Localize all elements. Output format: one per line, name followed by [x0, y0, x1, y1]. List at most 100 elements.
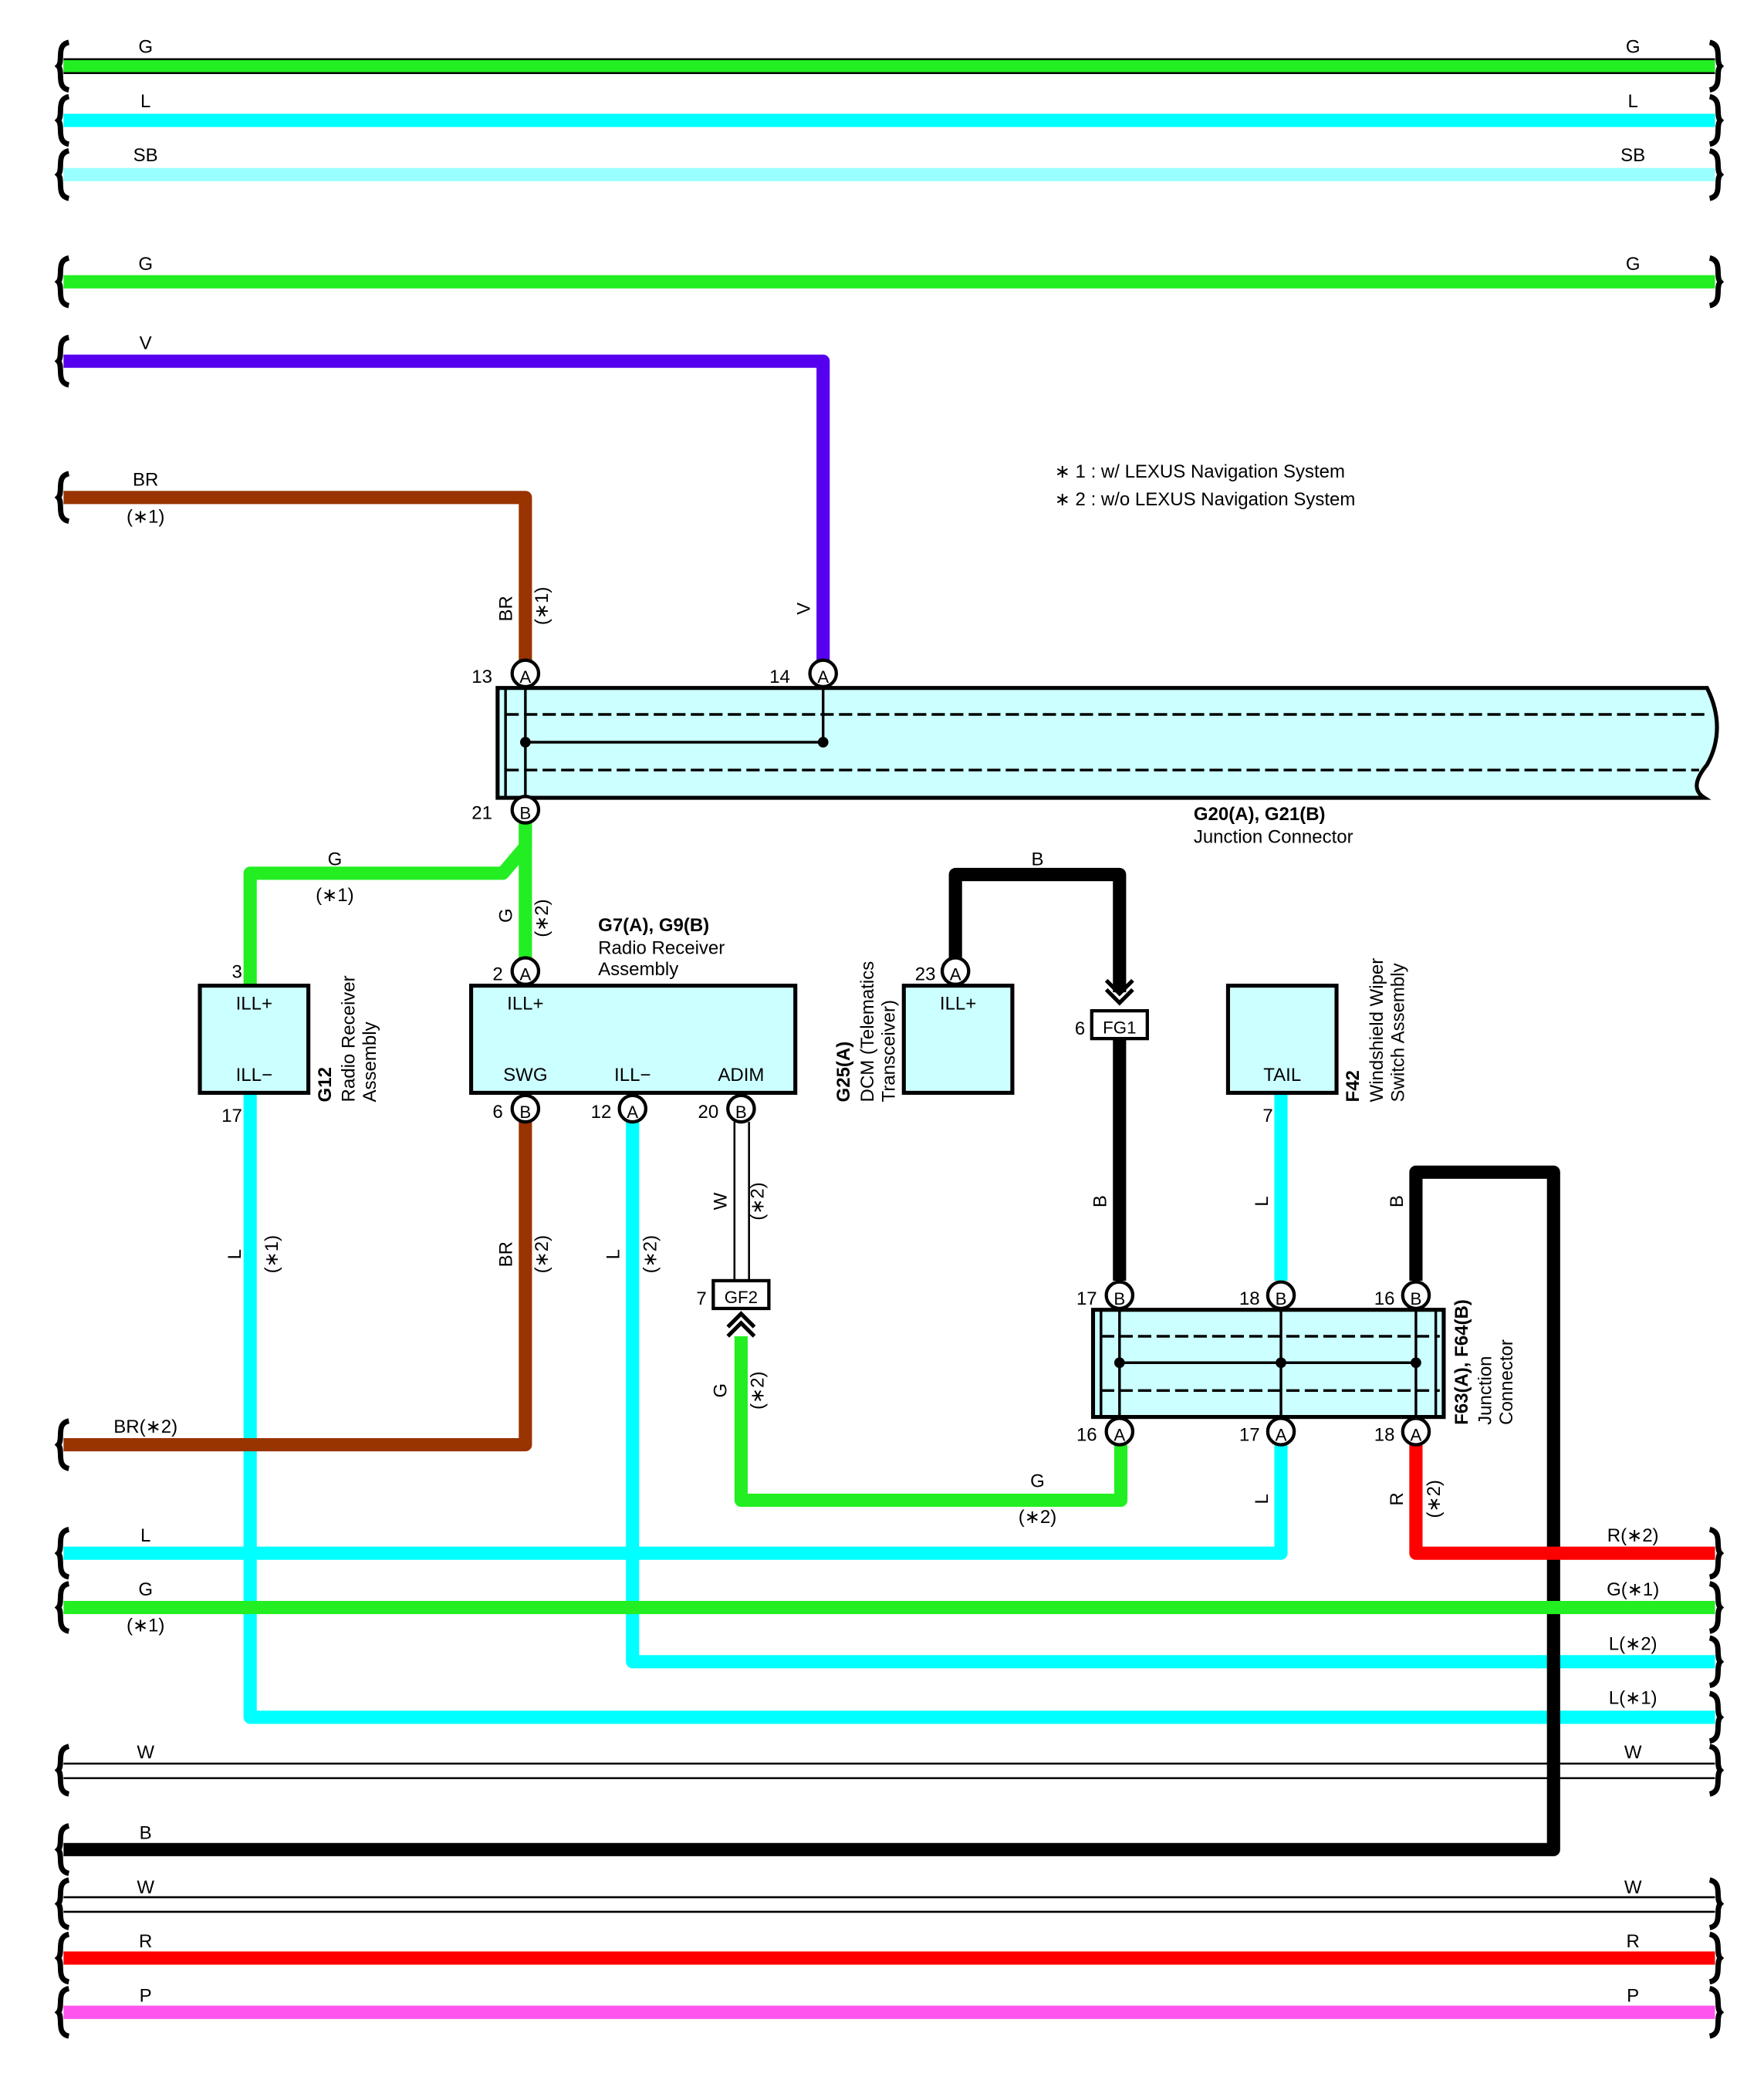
brace-left-top — [54, 148, 70, 201]
label-top-g2-left: G — [138, 254, 153, 275]
wire-br-swg — [63, 1122, 532, 1452]
f63-name2: Connector — [1496, 1339, 1517, 1425]
label-v-left: V — [140, 333, 152, 354]
svg-text:A: A — [627, 1103, 638, 1122]
wire-bottom-w1 — [63, 1762, 1715, 1780]
f42-code: F42 — [1343, 1070, 1364, 1102]
g7-name2: Assembly — [598, 959, 678, 980]
pin-17-g12: 17 — [221, 1106, 242, 1126]
wire-b-16b — [63, 1165, 1560, 1856]
brace-right-bottom — [1708, 1744, 1725, 1797]
label-top-g1-right: G — [1626, 37, 1641, 58]
wire-bottom-w2 — [63, 1896, 1715, 1913]
label-g-radio-note: (∗1) — [316, 885, 353, 906]
f63-name1: Junction — [1475, 1356, 1496, 1424]
label-top-g1-left: G — [138, 37, 153, 58]
svg-text:17: 17 — [1076, 1288, 1097, 1309]
svg-text:16: 16 — [1374, 1288, 1395, 1309]
brace-right-top — [1708, 93, 1725, 147]
note-2: ∗ 2 : w/o LEXUS Navigation System — [1055, 489, 1356, 510]
brace-left-bottom — [54, 1877, 70, 1930]
svg-text:A: A — [519, 667, 531, 687]
label-r-18a: R — [1387, 1492, 1407, 1505]
pin-3-g12: 3 — [232, 961, 242, 982]
svg-text:7: 7 — [696, 1288, 706, 1309]
brace-left-bottom — [54, 1744, 70, 1797]
g7-terminal-ill-plus: ILL+ — [507, 993, 543, 1014]
label-br-left: BR — [133, 469, 158, 490]
dcm-g25-box — [901, 983, 1015, 1096]
svg-text:A: A — [950, 965, 961, 984]
brace-right-bottom — [1708, 1931, 1725, 1985]
f42-terminal-tail: TAIL — [1263, 1065, 1301, 1086]
fg1-label: FG1 — [1103, 1018, 1136, 1037]
svg-text:18: 18 — [1239, 1288, 1260, 1309]
g20-code: G20(A), G21(B) — [1194, 804, 1326, 825]
wire-w-adim — [733, 1122, 750, 1281]
label-l-g12: L — [225, 1249, 245, 1259]
label-bottom-b-left: B — [140, 1823, 152, 1844]
label-b-16b: B — [1387, 1195, 1407, 1207]
label-right-r2: R(∗2) — [1607, 1525, 1659, 1546]
f42-name1: Windshield Wiper — [1367, 958, 1387, 1103]
wire-l-ill — [626, 1122, 1715, 1669]
label-bottom-g-left: G — [138, 1579, 153, 1600]
label-l-g12-note: (∗1) — [262, 1235, 282, 1273]
brace-right-bottom — [1708, 1526, 1725, 1580]
label-bottom-p-left: P — [140, 1986, 152, 2007]
g7-code: G7(A), G9(B) — [598, 915, 709, 936]
svg-text:12: 12 — [591, 1102, 612, 1123]
wire-g-gf2 — [734, 1336, 1128, 1508]
label-br-swg: BR — [496, 1241, 517, 1267]
label-w-adim: W — [711, 1192, 732, 1210]
label-bottom-g-note: (∗1) — [127, 1615, 164, 1636]
svg-text:A: A — [1113, 1425, 1125, 1444]
svg-text:20: 20 — [698, 1102, 719, 1123]
svg-text:14: 14 — [769, 667, 790, 687]
label-g-gf2: G — [711, 1383, 732, 1398]
label-bottom-w2-right: W — [1624, 1877, 1642, 1898]
svg-text:A: A — [519, 965, 531, 984]
radio-receiver-g7-box — [468, 983, 798, 1096]
svg-text:B: B — [735, 1103, 747, 1122]
pin-6b: B6 — [492, 1093, 541, 1124]
junction-connector-g20 — [495, 686, 1719, 800]
svg-text:B: B — [1113, 1289, 1125, 1309]
label-br-left-note: (∗1) — [127, 506, 164, 527]
gf2-label: GF2 — [725, 1288, 758, 1307]
svg-text:21: 21 — [471, 802, 492, 823]
pin-12a: A 12 — [591, 1093, 648, 1124]
pin-21b: B21 — [471, 795, 541, 825]
pin-2a: A2 — [492, 956, 541, 986]
svg-text:A: A — [1410, 1425, 1421, 1444]
pin-18b: B18 — [1239, 1280, 1296, 1311]
label-bottom-r-right: R — [1626, 1931, 1639, 1952]
pin-16b: B16 — [1374, 1280, 1431, 1311]
brace-left-v — [54, 334, 70, 388]
junction-connector-f63 — [1090, 1308, 1446, 1420]
brace-right-bottom — [1708, 1581, 1725, 1634]
brace-left-bottom — [54, 1526, 70, 1580]
label-g-radio: G — [328, 849, 343, 870]
svg-text:13: 13 — [471, 667, 492, 687]
label-l-tail: L — [1252, 1196, 1272, 1206]
svg-text:6: 6 — [492, 1102, 502, 1123]
brace-left-bottom — [54, 1986, 70, 2039]
brace-right-bottom — [1708, 1690, 1725, 1744]
wire-b-dcm — [948, 867, 1127, 993]
brace-left-top — [54, 93, 70, 147]
label-b-fg1: B — [1090, 1195, 1111, 1207]
brace-right-top — [1708, 255, 1725, 309]
brace-left-bottom — [54, 1581, 70, 1634]
f42-name2: Switch Assembly — [1387, 963, 1408, 1102]
svg-text:17: 17 — [1239, 1424, 1260, 1445]
svg-text:2: 2 — [492, 964, 502, 985]
g25-code: G25(A) — [833, 1042, 854, 1103]
g7-terminal-ill-minus: ILL− — [614, 1065, 651, 1086]
note-1: ∗ 1 : w/ LEXUS Navigation System — [1055, 461, 1345, 482]
brace-left-top — [54, 255, 70, 309]
label-right-l2: L(∗2) — [1609, 1633, 1658, 1654]
pin-20b: B 20 — [698, 1093, 756, 1124]
label-g-bottom-note: (∗2) — [1019, 1507, 1056, 1528]
